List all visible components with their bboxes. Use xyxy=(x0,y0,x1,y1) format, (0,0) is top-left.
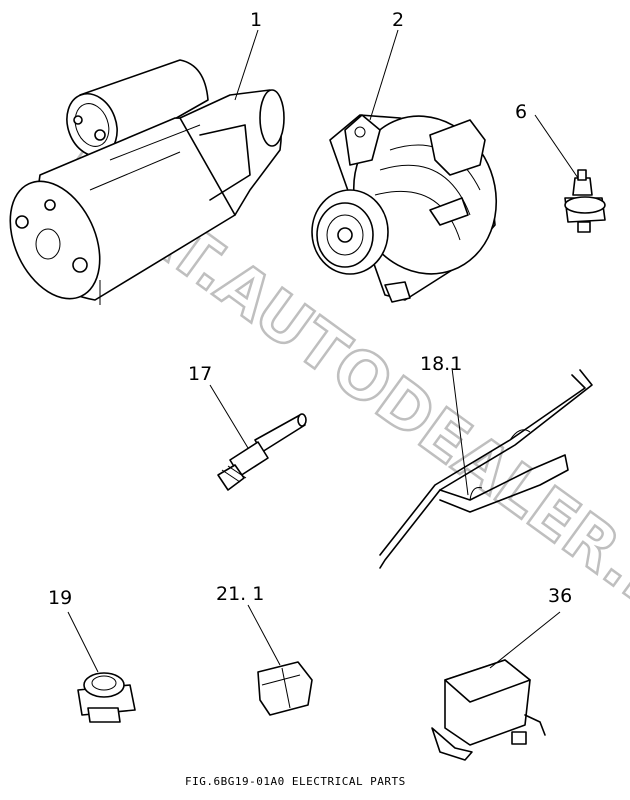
wire-harness-illustration xyxy=(379,367,593,569)
label-part-2: 2 xyxy=(392,9,404,31)
socket-illustration xyxy=(67,611,136,723)
label-part-18-1: 18.1 xyxy=(420,353,462,375)
label-part-1: 1 xyxy=(250,9,262,31)
sensor-switch-illustration xyxy=(534,114,606,233)
label-part-17: 17 xyxy=(188,363,212,385)
relay-regulator-illustration xyxy=(431,611,561,761)
alternator-illustration xyxy=(311,29,498,303)
glow-plug-illustration xyxy=(209,384,307,491)
figure-caption: FIG.6BG19-01A0 ELECTRICAL PARTS xyxy=(185,775,406,788)
connector-illustration xyxy=(247,604,313,716)
label-part-36: 36 xyxy=(548,585,572,607)
label-part-21-1: 21. 1 xyxy=(216,583,264,605)
label-part-19: 19 xyxy=(48,587,72,609)
starter-motor-illustration xyxy=(9,29,285,305)
label-part-6: 6 xyxy=(515,101,527,123)
